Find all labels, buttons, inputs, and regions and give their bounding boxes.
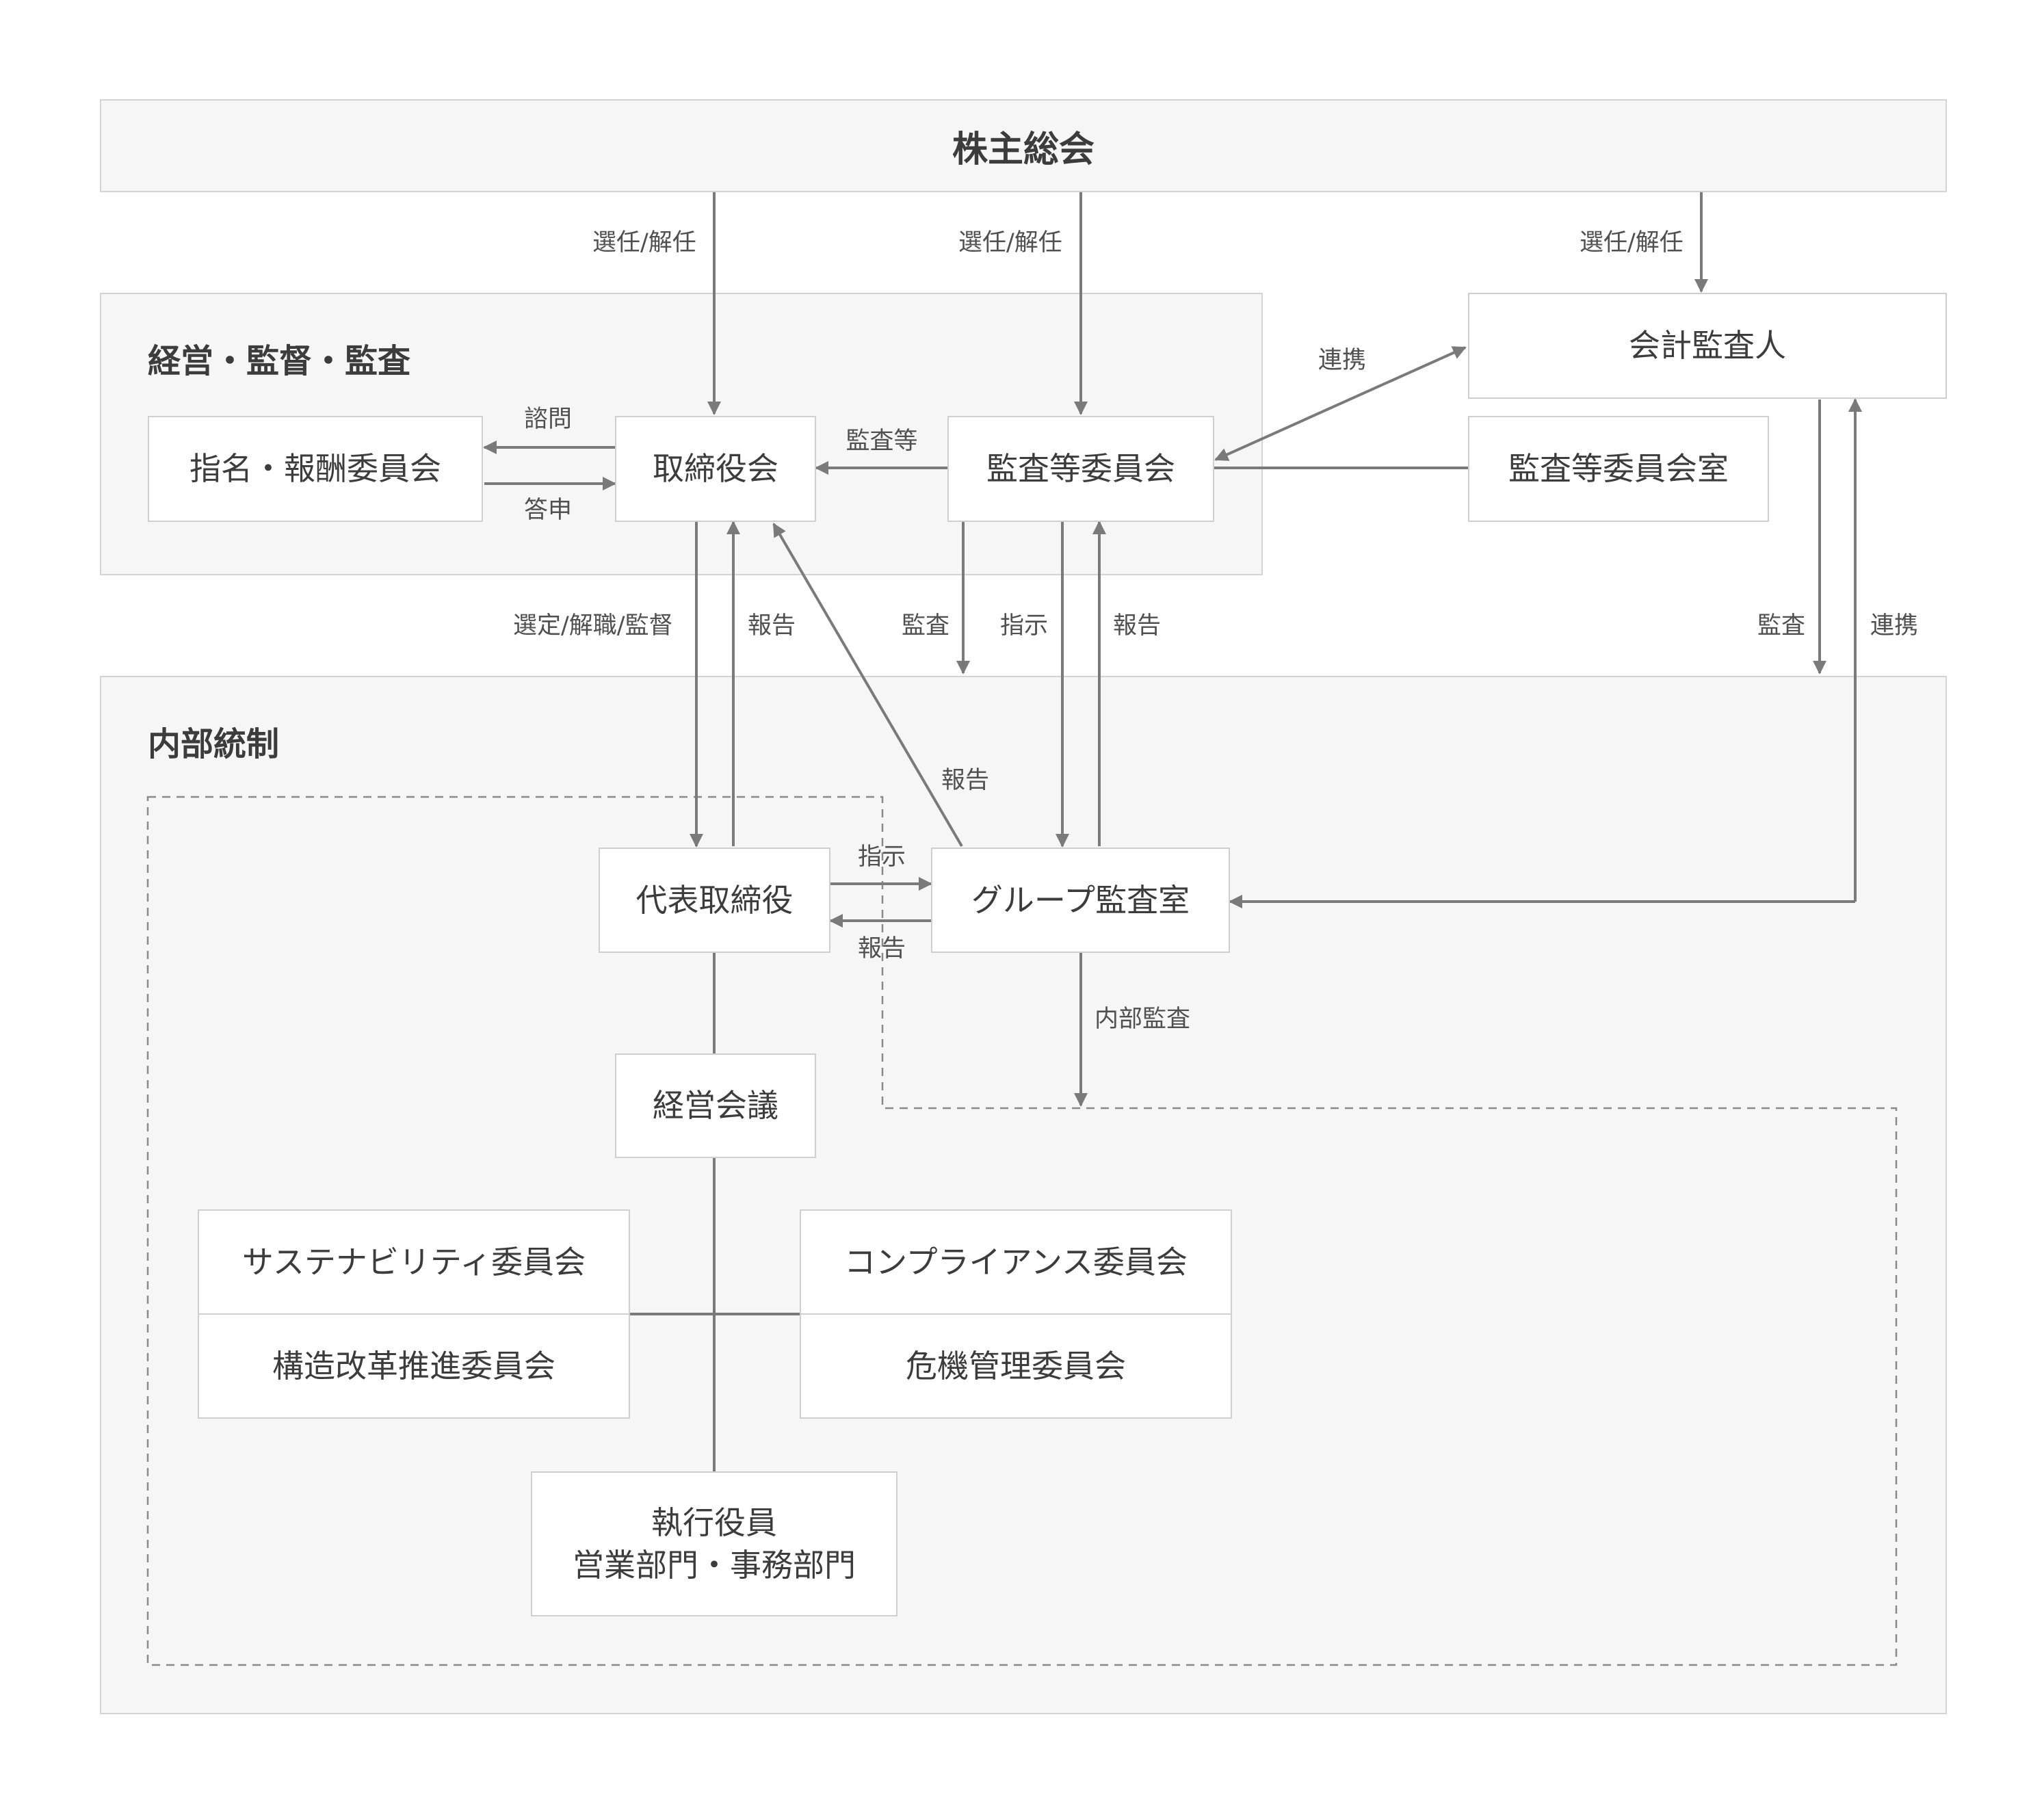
label-elect-auditor: 選任/解任: [1580, 229, 1683, 257]
sustainability-committee-box: サステナビリティ委員会: [198, 1209, 630, 1315]
shareholders-meeting-band: [100, 99, 1947, 192]
executive-officers-line2: 営業部門・事務部門: [573, 1547, 856, 1584]
management-section-title: 経営・監督・監査: [148, 342, 411, 380]
internal-control-section-title: 内部統制: [148, 725, 280, 763]
label-select-dismiss-supervise: 選定/解職/監督: [513, 612, 673, 640]
executive-officers-box: 執行役員 営業部門・事務部門: [531, 1471, 897, 1616]
label-auditor-audit: 監査: [1757, 612, 1806, 640]
shareholders-meeting-title: 株主総会: [952, 129, 1095, 170]
label-consult: 諮問: [523, 406, 573, 433]
label-cooperation-auditor: 連携: [1318, 347, 1367, 374]
audit-committee-office-box: 監査等委員会室: [1468, 416, 1769, 522]
label-report-audit-committee: 報告: [1113, 612, 1162, 640]
audit-committee-box: 監査等委員会: [947, 416, 1214, 522]
nomination-compensation-committee-box: 指名・報酬委員会: [148, 416, 483, 522]
group-audit-office-box: グループ監査室: [931, 848, 1230, 953]
label-audit-etc: 監査等: [846, 428, 918, 455]
label-answer: 答申: [523, 497, 573, 524]
accounting-auditor-box: 会計監査人: [1468, 293, 1947, 399]
label-internal-audit: 内部監査: [1095, 1006, 1191, 1033]
label-report-diagonal: 報告: [941, 767, 990, 794]
label-instruct-group-audit: 指示: [1000, 612, 1049, 640]
representative-director-box: 代表取締役: [599, 848, 830, 953]
label-report-board: 報告: [748, 612, 796, 640]
executive-officers-line1: 執行役員: [651, 1504, 777, 1541]
management-meeting-box: 経営会議: [615, 1053, 816, 1158]
label-audit-internal: 監査: [902, 612, 950, 640]
label-elect-audit-committee: 選任/解任: [958, 229, 1062, 257]
board-of-directors-box: 取締役会: [615, 416, 816, 522]
label-elect-board: 選任/解任: [592, 229, 696, 257]
internal-control-dashed-boundary: [146, 796, 1898, 1666]
label-instruct-rep: 指示: [857, 843, 906, 871]
restructuring-committee-box: 構造改革推進委員会: [198, 1313, 630, 1419]
risk-management-committee-box: 危機管理委員会: [800, 1313, 1232, 1419]
label-auditor-cooperation: 連携: [1870, 612, 1919, 640]
label-report-rep: 報告: [857, 935, 906, 962]
compliance-committee-box: コンプライアンス委員会: [800, 1209, 1232, 1315]
